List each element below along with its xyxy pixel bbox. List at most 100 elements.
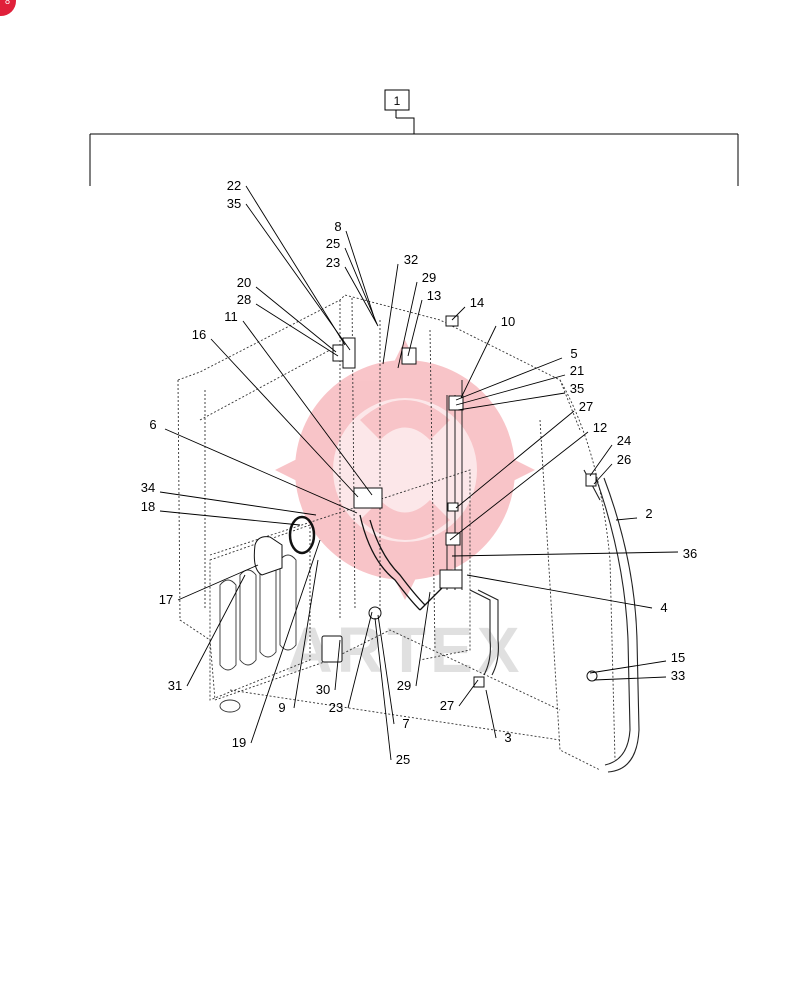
bracket-22 (342, 337, 356, 369)
connector-12 (445, 532, 461, 546)
callout-leader-28 (255, 303, 339, 357)
components (253, 315, 598, 688)
callout-label-18: 18 (141, 499, 155, 514)
callout-label-19: 19 (232, 735, 246, 750)
clip-27b (473, 676, 485, 688)
callout-leader-14 (451, 306, 466, 321)
callout-leader-29 (397, 281, 418, 369)
ring-18 (288, 515, 316, 555)
callout-leader-18 (159, 510, 301, 526)
callout-label-11: 11 (224, 309, 238, 324)
callout-label-6: 6 (149, 417, 156, 432)
callout-label-35: 35 (227, 196, 241, 211)
callout-leader-23 (344, 266, 379, 327)
callout-label-8: 8 (334, 219, 341, 234)
callout-leader-31 (186, 574, 246, 687)
callout-leader-5 (455, 357, 563, 401)
callout-label-25: 25 (326, 236, 340, 251)
callout-label-23: 23 (326, 255, 340, 270)
callout-leader-19 (250, 539, 321, 744)
callout-leader-27 (455, 410, 575, 509)
callout-label-7: 7 (402, 716, 409, 731)
callout-leader-26 (593, 463, 613, 485)
callout-label-29: 29 (422, 270, 436, 285)
callout-leader-34 (159, 491, 317, 516)
callout-leader-15 (589, 660, 667, 674)
assembly-number: 1 (394, 94, 401, 108)
callout-label-17: 17 (159, 592, 173, 607)
callout-label-25: 25 (396, 752, 410, 767)
center-pillar (446, 380, 463, 590)
callout-leader-10 (460, 325, 497, 399)
callout-label-28: 28 (237, 292, 251, 307)
callout-label-32: 32 (404, 252, 418, 267)
callout-label-16: 16 (192, 327, 206, 342)
callout-label-9: 9 (278, 700, 285, 715)
callout-label-35: 35 (570, 381, 584, 396)
callout-label-4: 4 (660, 600, 667, 615)
callout-leader-23 (347, 611, 373, 709)
connector-27 (447, 502, 459, 512)
callout-label-10: 10 (501, 314, 515, 329)
callout-leader-17 (177, 564, 259, 601)
callout-leader-36 (451, 551, 679, 557)
clip-15 (586, 670, 598, 682)
callout-leader-21 (455, 374, 566, 406)
plate-30 (321, 635, 343, 663)
callout-leader-25 (374, 617, 392, 761)
callout-leader-7 (377, 614, 395, 725)
callout-leader-27 (458, 679, 479, 707)
callout-leader-13 (407, 299, 423, 357)
callout-label-15: 15 (671, 650, 685, 665)
callout-label-22: 22 (227, 178, 241, 193)
callout-leader-2 (615, 517, 638, 521)
callout-leader-29 (415, 591, 431, 687)
callout-label-34: 34 (141, 480, 155, 495)
callout-leader-35 (245, 203, 351, 351)
callout-leader-3 (485, 689, 497, 739)
callout-leader-22 (245, 185, 346, 346)
callout-label-2: 2 (645, 506, 652, 521)
callout-leader-35 (457, 392, 566, 411)
callout-label-20: 20 (237, 275, 251, 290)
callout-leader-32 (382, 263, 399, 365)
callout-label-31: 31 (168, 678, 182, 693)
callout-label-5: 5 (570, 346, 577, 361)
callout-label-24: 24 (617, 433, 631, 448)
callout-label-26: 26 (617, 452, 631, 467)
callout-label-14: 14 (470, 295, 484, 310)
callout-label-3: 3 (504, 730, 511, 745)
callout-label-12: 12 (593, 420, 607, 435)
callout-leader-25 (344, 247, 378, 325)
callout-leader-20 (255, 286, 337, 353)
callout-label-13: 13 (427, 288, 441, 303)
switch-13 (401, 347, 417, 365)
callout-leader-12 (449, 431, 589, 541)
wire-harness (359, 514, 446, 611)
callout-leader-24 (589, 444, 613, 477)
callout-leader-4 (466, 574, 653, 609)
assembly-bracket (89, 89, 739, 186)
callout-leader-6 (164, 428, 358, 514)
callout-leader-11 (242, 320, 373, 496)
callout-label-33: 33 (671, 668, 685, 683)
watermark-logo (275, 340, 535, 600)
callout-leader-8 (345, 230, 376, 321)
callout-leader-33 (593, 676, 667, 681)
callout-leader-30 (334, 639, 341, 691)
callout-label-23: 23 (329, 700, 343, 715)
callout-label-29: 29 (397, 678, 411, 693)
callout-label-27: 27 (440, 698, 454, 713)
callout-leader-9 (293, 559, 319, 709)
callout-label-21: 21 (570, 363, 584, 378)
callout-label-36: 36 (683, 546, 697, 561)
lamp-17 (253, 536, 283, 576)
callout-label-30: 30 (316, 682, 330, 697)
connector-4 (439, 569, 463, 589)
relay-block-11 (353, 487, 383, 509)
bracket-20 (332, 344, 344, 362)
callout-label-27: 27 (579, 399, 593, 414)
bracket-24 (585, 473, 597, 487)
